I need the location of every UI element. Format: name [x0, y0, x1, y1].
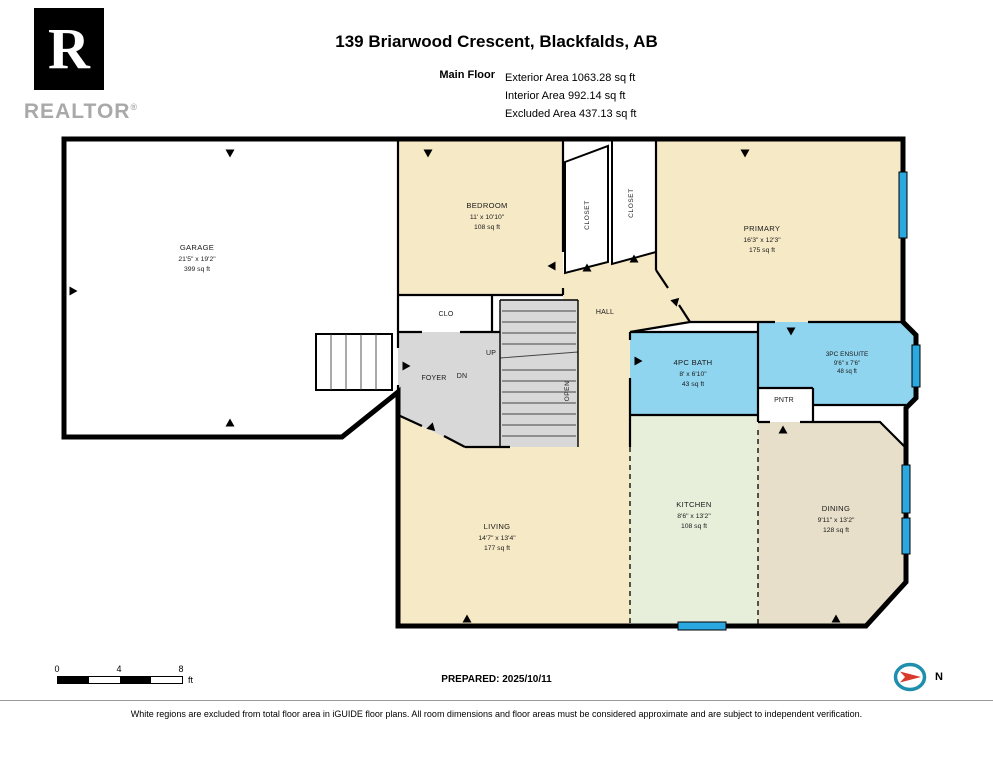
label-foyer: FOYER	[421, 375, 446, 382]
stair-treads	[499, 310, 579, 437]
label-hall: HALL	[596, 309, 614, 316]
interior-area: Interior Area 992.14 sq ft	[505, 90, 626, 102]
area-summary: Exterior Area 1063.28 sq ft Interior Are…	[505, 69, 636, 123]
label-garage-name: GARAGE	[180, 243, 214, 252]
room-closet-1	[564, 144, 609, 275]
registered-mark: ®	[130, 102, 139, 112]
page-title: 139 Briarwood Crescent, Blackfalds, AB	[335, 32, 658, 51]
scale-bar: 0 4 8 ft	[54, 664, 217, 685]
compass-north-label: N	[935, 671, 943, 683]
label-kitchen-dims: 8'6" x 13'2"	[677, 513, 711, 520]
label-dining-area: 128 sq ft	[823, 527, 849, 534]
window-icon	[911, 344, 921, 388]
label-bath-name: 4PC BATH	[674, 358, 713, 367]
label-primary-name: PRIMARY	[744, 224, 781, 233]
label-dn: DN	[457, 373, 468, 380]
scale-tick-4: 4	[116, 664, 122, 674]
label-kitchen-area: 108 sq ft	[681, 523, 707, 530]
label-bath-dims: 8' x 6'10"	[679, 371, 707, 378]
scale-bar-segments	[57, 676, 183, 684]
room-pntr	[758, 388, 813, 422]
label-living-name: LIVING	[484, 522, 511, 531]
scale-tick-8: 8	[178, 664, 184, 674]
label-ensuite-dims: 9'6" x 7'6"	[834, 361, 860, 367]
label-dining-name: DINING	[822, 504, 850, 513]
room-bath	[630, 332, 758, 415]
excluded-area: Excluded Area 437.13 sq ft	[505, 108, 637, 120]
label-bath-area: 43 sq ft	[682, 381, 704, 388]
label-closet-2: CLOSET	[628, 188, 635, 218]
garage-stair-treads	[330, 334, 377, 390]
room-primary	[656, 139, 903, 322]
window-icon	[898, 171, 908, 239]
disclaimer-text: White regions are excluded from total fl…	[130, 709, 863, 719]
label-up: UP	[486, 350, 496, 357]
room-clo	[398, 295, 492, 332]
window-icon	[901, 517, 911, 555]
stairwell	[500, 300, 578, 447]
label-dining-dims: 9'11" x 13'2"	[818, 517, 855, 524]
label-bedroom-name: BEDROOM	[466, 201, 507, 210]
realtor-logo-word: REALTOR®	[23, 100, 139, 123]
room-ensuite	[758, 322, 916, 405]
compass: N	[891, 658, 943, 696]
label-primary-dims: 16'3" x 12'3"	[743, 237, 781, 244]
label-living-dims: 14'7" x 13'4"	[478, 535, 516, 542]
scale-unit: ft	[188, 675, 194, 685]
realtor-logo-box: R	[34, 8, 104, 90]
exterior-wall	[61, 136, 919, 629]
label-ensuite-area: 48 sq ft	[837, 369, 857, 375]
exterior-area: Exterior Area 1063.28 sq ft	[505, 72, 636, 84]
room-hall	[563, 252, 690, 447]
label-ensuite-name: 3PC ENSUITE	[826, 351, 869, 358]
footer-divider	[0, 700, 993, 701]
label-bedroom-dims: 11' x 10'10"	[470, 214, 505, 221]
label-garage-area: 399 sq ft	[184, 266, 210, 273]
room-foyer	[398, 332, 500, 447]
room-dining	[758, 422, 906, 626]
room-bedroom	[398, 139, 563, 295]
label-primary-area: 175 sq ft	[749, 247, 775, 254]
label-garage-dims: 21'5" x 19'2"	[178, 256, 216, 263]
floor-label: Main Floor	[439, 69, 495, 81]
label-kitchen-name: KITCHEN	[676, 500, 711, 509]
label-clo: CLO	[439, 311, 454, 318]
compass-icon	[893, 662, 927, 692]
realtor-logo-letter: R	[48, 16, 90, 81]
room-kitchen	[630, 415, 758, 626]
label-bedroom-area: 108 sq ft	[474, 224, 500, 231]
label-living-area: 177 sq ft	[484, 545, 510, 552]
room-garage	[64, 139, 398, 437]
window-icon	[677, 621, 727, 631]
garage-entry-stairs	[315, 333, 393, 391]
stair-rails	[499, 299, 579, 447]
label-open: OPEN	[564, 381, 571, 402]
scale-ticks: 0 4 8	[54, 664, 184, 675]
prepared-date: PREPARED: 2025/10/11	[441, 674, 552, 685]
scale-tick-0: 0	[54, 664, 60, 674]
label-closet-1: CLOSET	[584, 200, 591, 230]
window-icon	[901, 464, 911, 514]
label-pntr: PNTR	[774, 397, 794, 404]
room-living	[398, 415, 630, 626]
open-area-boundaries	[629, 430, 759, 626]
realtor-logo: R REALTOR®	[24, 8, 154, 123]
interior-walls	[396, 139, 907, 449]
